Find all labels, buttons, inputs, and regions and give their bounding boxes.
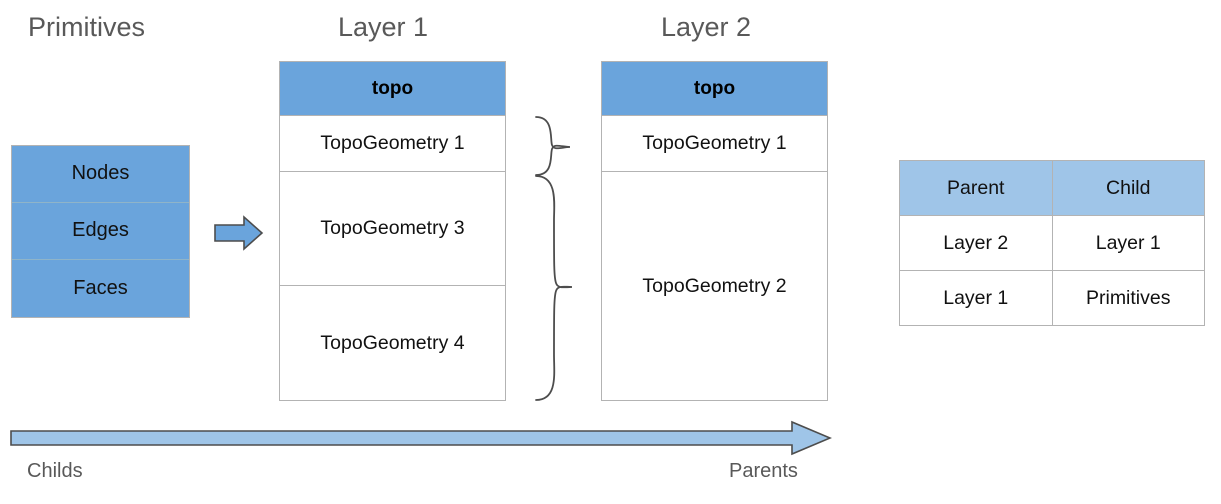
primitives-row-faces: Faces [73, 276, 128, 299]
table-row: Layer 1 Primitives [899, 270, 1205, 326]
layer-1-table: topo TopoGeometry 1 TopoGeometry 3 TopoG… [279, 61, 506, 401]
parent-child-header-row: Parent Child [899, 160, 1205, 216]
primitives-to-layer1-arrow-icon [214, 215, 264, 251]
layer-1-row-topogeometry-4: TopoGeometry 4 [279, 286, 506, 401]
axis-label-parents: Parents [729, 460, 798, 482]
cell-child-layer-1: Layer 1 [1051, 215, 1205, 271]
heading-layer-2: Layer 2 [661, 12, 752, 42]
layer-2-row-topogeometry-1: TopoGeometry 1 [601, 116, 828, 172]
layer-2-table: topo TopoGeometry 1 TopoGeometry 2 [601, 61, 828, 401]
cell-parent-layer-1: Layer 1 [899, 270, 1053, 326]
layer-1-row-topogeometry-1: TopoGeometry 1 [279, 116, 506, 172]
layer-2-header: topo [601, 61, 828, 116]
heading-layer-1: Layer 1 [338, 12, 429, 42]
childs-to-parents-arrow-icon [10, 420, 832, 456]
table-row: Layer 2 Layer 1 [899, 215, 1205, 271]
brace-connectors [535, 116, 573, 401]
layer-1-row-topogeometry-3: TopoGeometry 3 [279, 172, 506, 286]
primitives-row-nodes: Nodes [12, 146, 189, 203]
layer-2-row-topogeometry-2: TopoGeometry 2 [601, 172, 828, 401]
cell-child-primitives: Primitives [1051, 270, 1205, 326]
primitives-box: Nodes Edges Faces [11, 145, 190, 318]
layer-1-header: topo [279, 61, 506, 116]
primitives-row-edges: Edges [12, 203, 189, 260]
heading-primitives: Primitives [28, 12, 146, 42]
parent-child-table: Parent Child Layer 2 Layer 1 Layer 1 Pri… [899, 160, 1205, 326]
cell-parent-layer-2: Layer 2 [899, 215, 1053, 271]
column-header-child: Child [1051, 160, 1205, 216]
axis-label-childs: Childs [27, 460, 83, 482]
column-header-parent: Parent [899, 160, 1053, 216]
